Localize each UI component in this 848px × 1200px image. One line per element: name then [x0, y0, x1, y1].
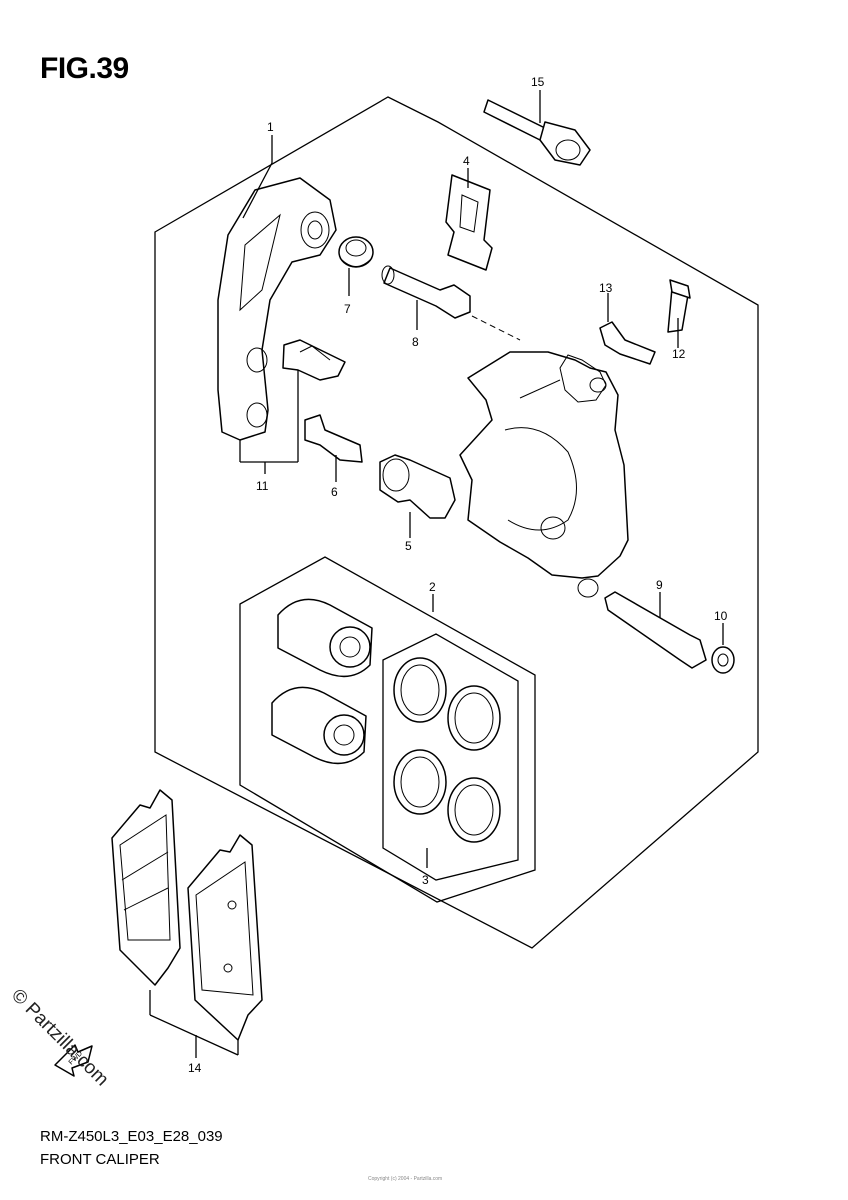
callout-11: 11	[256, 479, 269, 493]
kit-outline	[239, 556, 536, 903]
boot-part[interactable]	[338, 236, 374, 268]
bleeder-valve-part[interactable]	[667, 279, 691, 333]
piston-lower-part[interactable]	[271, 686, 367, 765]
brake-pad-front-part[interactable]	[187, 834, 263, 1041]
callout-9: 9	[656, 578, 663, 592]
washer-part[interactable]	[711, 646, 735, 674]
assembly-outline	[154, 96, 759, 949]
brake-pad-rear-part[interactable]	[111, 789, 181, 986]
caliper-pin-part[interactable]	[381, 265, 471, 319]
pad-spring-part[interactable]	[445, 174, 493, 271]
caliper-bracket-part[interactable]	[217, 177, 337, 441]
callout-15: 15	[531, 75, 545, 89]
callout-1: 1	[267, 120, 274, 134]
piston-seal-set-part[interactable]	[393, 657, 501, 843]
piston-upper-part[interactable]	[277, 598, 373, 678]
callout-13: 13	[599, 281, 613, 295]
copyright-line: Copyright (c) 2004 - Partzilla.com	[368, 1176, 443, 1182]
callout-2: 2	[429, 580, 436, 594]
callout-12: 12	[672, 347, 686, 361]
seal-box-outline	[382, 633, 519, 881]
callout-14: 14	[188, 1061, 202, 1075]
figure-name: FRONT CALIPER	[40, 1151, 160, 1168]
slide-pin-part[interactable]	[604, 591, 707, 669]
callout-4: 4	[463, 154, 470, 168]
callout-10: 10	[714, 609, 728, 623]
pad-shim-part[interactable]	[282, 339, 346, 381]
callout-5: 5	[405, 539, 412, 553]
callout-6: 6	[331, 485, 338, 499]
callout-8: 8	[412, 335, 419, 349]
bleeder-cap-part[interactable]	[599, 321, 656, 365]
bracket-pin-part[interactable]	[304, 414, 363, 463]
callout-3: 3	[422, 873, 429, 887]
fwd-arrow-icon	[54, 1044, 93, 1077]
pin-boot-part[interactable]	[379, 454, 456, 519]
mounting-bolt-part[interactable]	[483, 99, 591, 166]
figure-code: RM-Z450L3_E03_E28_039	[40, 1128, 223, 1145]
callout-7: 7	[344, 302, 351, 316]
figure-title: FIG.39	[40, 52, 129, 85]
caliper-body	[459, 351, 629, 598]
